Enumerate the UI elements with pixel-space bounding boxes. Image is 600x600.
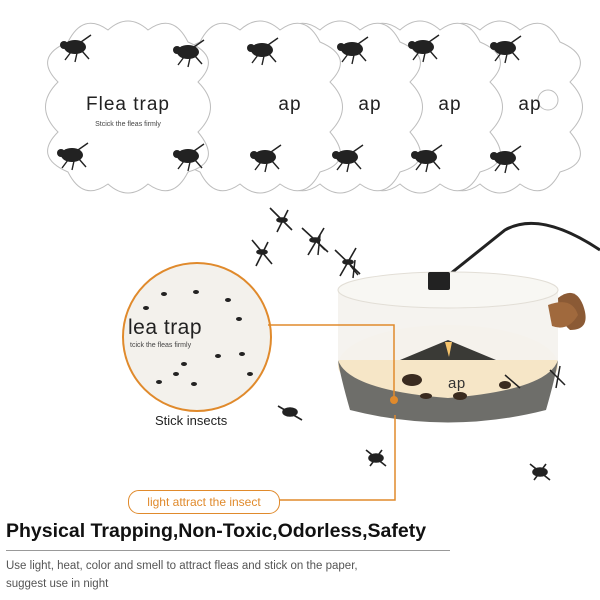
pad-title: ap: [518, 94, 542, 115]
trap-paper-label: ap: [448, 375, 466, 392]
description-line-2: suggest use in night: [6, 578, 109, 590]
sticky-pad-1: Flea trap Stcick the fleas firmly: [38, 12, 218, 202]
pad-title: Flea trap: [86, 94, 170, 115]
wasp-icon: [282, 407, 298, 417]
pad-title: ap: [438, 94, 462, 115]
stick-insects-label: Stick insects: [155, 413, 228, 428]
power-cord: [439, 221, 600, 284]
zoom-subtitle: tcick the fleas firmly: [130, 342, 192, 349]
pad-title: ap: [278, 94, 302, 115]
callout-dot: [390, 396, 398, 404]
zoom-detail-circle: lea trap tcick the fleas firmly: [122, 262, 272, 412]
pad-title: ap: [358, 94, 382, 115]
description-line-1: Use light, heat, color and smell to attr…: [6, 560, 358, 572]
headline: Physical Trapping,Non-Toxic,Odorless,Saf…: [6, 520, 427, 542]
sticky-pad-2: ap: [170, 12, 350, 202]
trapped-insects: [402, 374, 511, 400]
pad-subtitle: Stcick the fleas firmly: [95, 121, 161, 128]
flying-insects: [251, 207, 551, 481]
lamp-light: [445, 342, 452, 357]
trap-base: [338, 360, 558, 423]
power-plug: [428, 272, 450, 290]
light-attract-label: light attract the insect: [128, 490, 280, 514]
divider: [6, 550, 450, 551]
stuck-fleas: [143, 290, 253, 386]
pad-shape: [45, 20, 211, 194]
flea-trap-device: [314, 221, 600, 423]
zoom-title: lea trap: [128, 316, 203, 339]
